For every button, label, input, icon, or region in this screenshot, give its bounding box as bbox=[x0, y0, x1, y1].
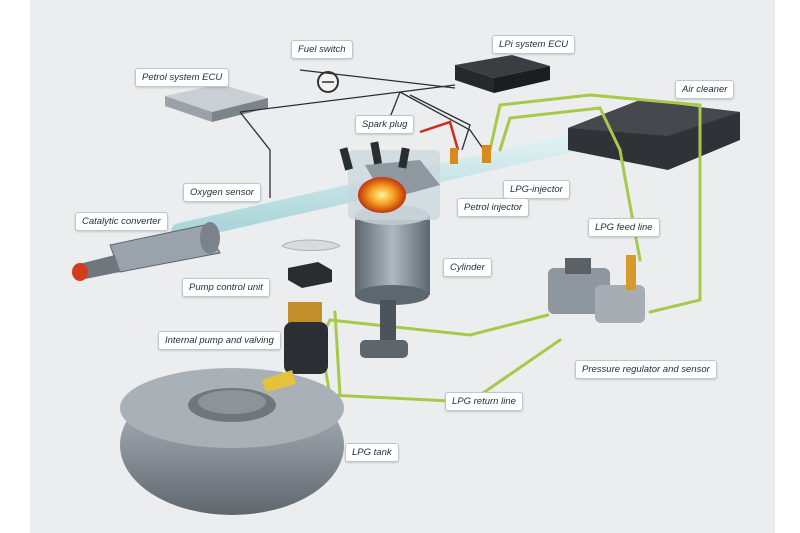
label-petrol-injector: Petrol injector bbox=[457, 198, 530, 217]
petrol-injector-shape bbox=[450, 148, 458, 164]
label-spark-plug: Spark plug bbox=[355, 115, 415, 134]
lpg-injector-shape bbox=[482, 145, 491, 163]
label-lpg-feed-line: LPG feed line bbox=[588, 218, 660, 237]
catalytic-converter-shape bbox=[72, 222, 221, 281]
label-cylinder: Cylinder bbox=[443, 258, 492, 277]
lpg-tank-shape bbox=[120, 368, 344, 515]
cylinder-shape bbox=[348, 150, 440, 305]
internal-pump-shape bbox=[284, 302, 328, 374]
crank-shape bbox=[360, 300, 408, 358]
label-fuel-switch: Fuel switch bbox=[291, 40, 353, 59]
combustion-flame bbox=[358, 177, 406, 213]
wiring bbox=[239, 69, 485, 198]
lpi-ecu-shape bbox=[455, 55, 550, 93]
label-oxygen-sensor: Oxygen sensor bbox=[183, 183, 261, 202]
label-lpg-return-line: LPG return line bbox=[445, 392, 523, 411]
label-lpg-tank: LPG tank bbox=[345, 443, 399, 462]
label-air-cleaner: Air cleaner bbox=[675, 80, 735, 99]
label-lpi-ecu: LPi system ECU bbox=[492, 35, 576, 54]
label-pressure-regulator: Pressure regulator and sensor bbox=[575, 360, 717, 379]
fuel-switch-shape bbox=[317, 71, 339, 93]
petrol-fuel-line bbox=[419, 120, 460, 151]
label-catalytic-converter: Catalytic converter bbox=[75, 212, 168, 231]
pump-control-unit-shape bbox=[281, 239, 341, 288]
label-internal-pump: Internal pump and valving bbox=[158, 331, 281, 350]
spark-plug-shape bbox=[339, 141, 410, 171]
pressure-regulator-shape bbox=[548, 255, 645, 323]
petrol-ecu-shape bbox=[165, 84, 268, 122]
label-petrol-ecu: Petrol system ECU bbox=[135, 68, 230, 87]
label-lpg-injector: LPG-injector bbox=[503, 180, 570, 199]
label-pump-control-unit: Pump control unit bbox=[182, 278, 270, 297]
air-cleaner-shape bbox=[568, 100, 740, 170]
